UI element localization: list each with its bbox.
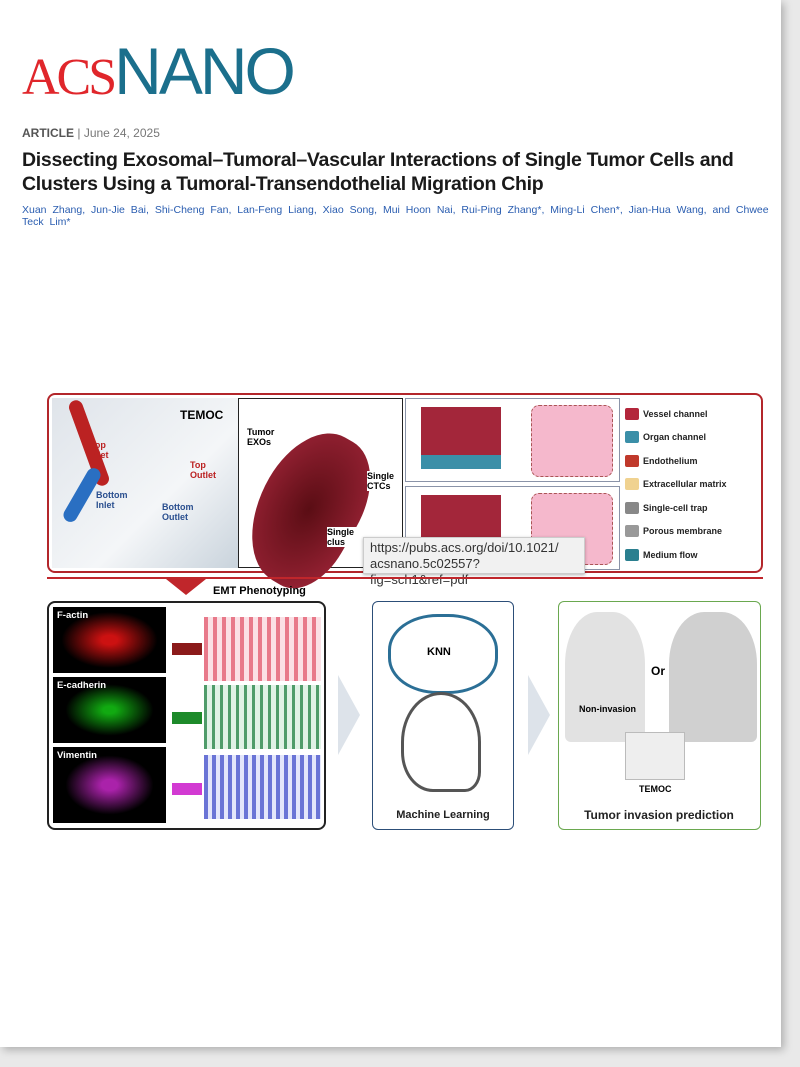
heatmap-vimentin [204, 755, 321, 819]
triangle-arrow-icon [166, 579, 206, 595]
chip-detail-single [405, 398, 620, 482]
heatmap-factin [204, 617, 321, 681]
or-label: Or [651, 664, 666, 678]
ml-panel: KNN Machine Learning [372, 601, 514, 830]
journal-logo[interactable]: ACSNANO [22, 38, 296, 106]
body-silhouette [669, 612, 757, 742]
article-page: ACSNANO ARTICLE | June 24, 2025 Dissecti… [0, 0, 781, 1047]
emt-heading: EMT Phenotyping [213, 585, 306, 597]
prediction-panel: Non-invasion Or TEMOC Tumor invasion pre… [558, 601, 761, 830]
legend-label: Extracellular matrix [643, 479, 727, 490]
vessel-diagram: Tumor EXOs Single CTCs Single clus [225, 398, 403, 604]
legend-item: Organ channel [625, 426, 760, 450]
legend-swatch [625, 525, 639, 538]
head-brain-icon [401, 692, 481, 792]
arrow-right-icon [172, 712, 202, 724]
article-type: ARTICLE [22, 126, 74, 140]
legend-label: Porous membrane [643, 526, 723, 537]
stain-label: E-cadherin [57, 680, 107, 691]
legend-swatch [625, 454, 639, 467]
knn-label: KNN [427, 646, 451, 658]
legend-item: Vessel channel [625, 402, 760, 426]
ml-caption: Machine Learning [396, 809, 490, 821]
heatmap-ecadherin [204, 685, 321, 749]
legend-item: Extracellular matrix [625, 473, 760, 497]
clusters-label: Single clus [327, 527, 359, 547]
body-silhouette [565, 612, 645, 742]
author-list[interactable]: Xuan Zhang, Jun-Jie Bai, Shi-Cheng Fan, … [22, 204, 769, 228]
arrow-right-icon [172, 783, 202, 795]
figure-legend: Vessel channel Organ channel Endothelium… [625, 402, 760, 567]
url-tooltip: https://pubs.acs.org/doi/10.1021/ acsnan… [363, 537, 585, 587]
e-cadherin-image: E-cadherin [53, 677, 166, 743]
legend-swatch [625, 548, 639, 561]
logo-nano: NANO [114, 34, 296, 108]
legend-item: Medium flow [625, 543, 760, 567]
temoc-label: TEMOC [180, 408, 224, 422]
bottom-inlet-label: Bottom Inlet [96, 490, 128, 510]
article-date: June 24, 2025 [83, 126, 160, 140]
stain-label: F-actin [57, 610, 89, 621]
legend-label: Vessel channel [643, 408, 708, 419]
prediction-caption: Tumor invasion prediction [584, 808, 734, 822]
legend-item: Single-cell trap [625, 496, 760, 520]
arrow-right-icon [172, 643, 202, 655]
bottom-outlet-label: Bottom Outlet [162, 502, 194, 522]
article-title: Dissecting Exosomal–Tumoral–Vascular Int… [22, 149, 734, 195]
legend-label: Single-cell trap [643, 502, 708, 513]
temoc-label: TEMOC [639, 784, 672, 794]
legend-label: Medium flow [643, 549, 698, 560]
chip-photo: TEMOC Top Inlet Top Outlet Bottom Inlet … [52, 398, 238, 568]
legend-item: Porous membrane [625, 520, 760, 544]
legend-swatch [625, 478, 639, 491]
tumor-exos-label: Tumor EXOs [247, 427, 275, 447]
chip-zoom [531, 405, 613, 477]
legend-swatch [625, 407, 639, 420]
chip-block [421, 407, 501, 469]
legend-swatch [625, 431, 639, 444]
stain-label: Vimentin [57, 750, 97, 761]
figure-divider [47, 577, 763, 579]
chevron-right-icon [528, 675, 550, 755]
logo-acs: ACS [22, 49, 117, 106]
chevron-right-icon [338, 675, 360, 755]
single-ctcs-label: Single CTCs [367, 471, 397, 491]
chip-icon [625, 732, 685, 780]
meta-separator: | [77, 126, 81, 140]
f-actin-image: F-actin [53, 607, 166, 673]
legend-swatch [625, 501, 639, 514]
article-meta: ARTICLE | June 24, 2025 [22, 126, 160, 140]
non-invasion-label: Non-invasion [579, 704, 637, 714]
vimentin-image: Vimentin [53, 747, 166, 823]
top-inlet-label: Top Inlet [90, 440, 109, 460]
top-outlet-label: Top Outlet [190, 460, 216, 480]
legend-label: Organ channel [643, 432, 707, 443]
legend-label: Endothelium [643, 455, 698, 466]
legend-item: Endothelium [625, 449, 760, 473]
emt-panel [47, 601, 326, 830]
